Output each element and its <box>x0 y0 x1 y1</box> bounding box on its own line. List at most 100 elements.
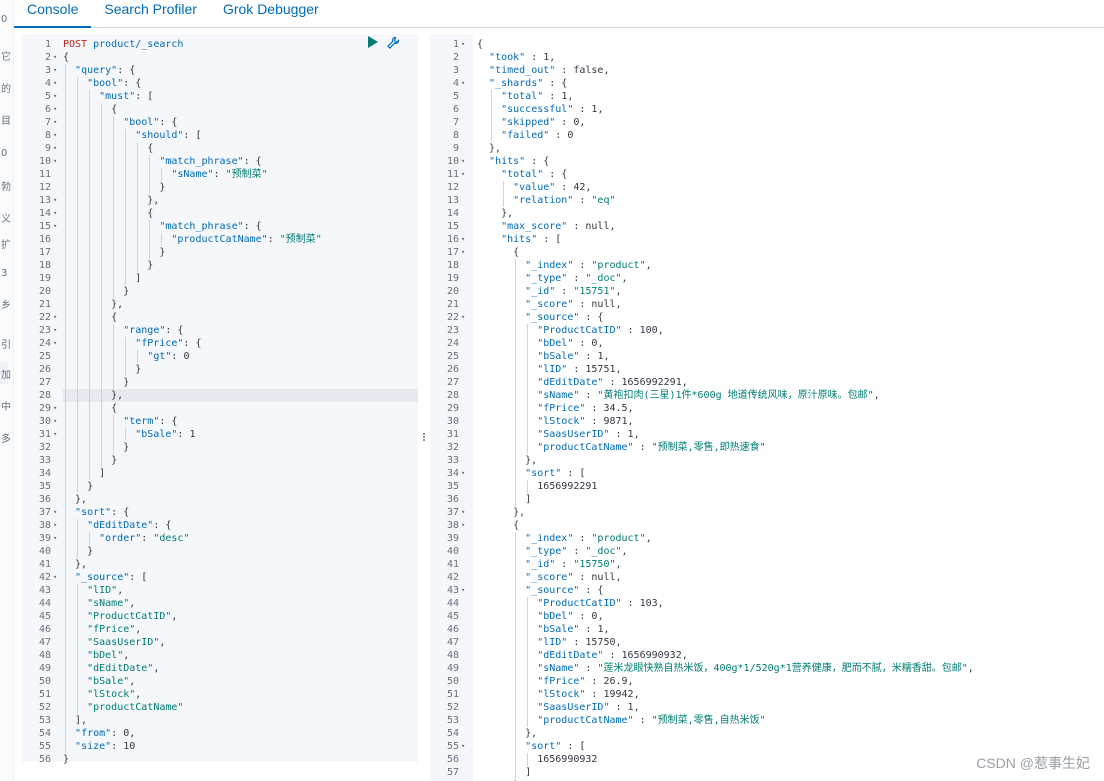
code-line-text: "dEditDate", <box>87 663 160 674</box>
fold-toggle-icon[interactable]: ▾ <box>53 79 58 87</box>
code-line: "took" : 1, <box>473 51 1104 64</box>
code-line-text: "relation" : "eq" <box>513 195 616 206</box>
code-line: } <box>63 376 418 389</box>
indent-guide <box>161 233 163 246</box>
fold-toggle-icon[interactable]: ▾ <box>53 430 58 438</box>
side-nav-glyph[interactable]: 0 <box>1 148 8 159</box>
fold-toggle-icon[interactable]: ▾ <box>461 235 466 243</box>
fold-toggle-icon[interactable]: ▾ <box>461 586 466 594</box>
fold-toggle-icon[interactable]: ▾ <box>461 469 466 477</box>
code-line-text: ] <box>477 767 532 778</box>
side-nav-glyph[interactable]: 义 <box>1 214 11 225</box>
fold-toggle-icon[interactable]: ▾ <box>53 144 58 152</box>
wrench-icon[interactable] <box>386 36 400 50</box>
side-nav-glyph[interactable]: 3 <box>1 268 8 279</box>
line-number: 33 <box>446 455 459 466</box>
code-line: "value" : 42, <box>473 181 1104 194</box>
fold-toggle-icon[interactable]: ▾ <box>53 313 58 321</box>
code-line-text: "dEditDate" : 1656990932, <box>537 650 688 661</box>
tab-console[interactable]: Console <box>14 0 92 28</box>
code-line: "relation" : "eq" <box>473 194 1104 207</box>
side-nav-glyph[interactable]: 目 <box>1 116 11 127</box>
code-line-text: }, <box>477 507 526 518</box>
fold-toggle-icon[interactable]: ▾ <box>461 521 466 529</box>
code-line-text: "bSale", <box>87 676 136 687</box>
fold-toggle-icon[interactable]: ▾ <box>53 508 58 516</box>
side-nav-glyph[interactable]: 多 <box>1 434 11 445</box>
indent-guide <box>515 532 517 779</box>
play-icon[interactable] <box>368 36 378 48</box>
fold-toggle-icon[interactable]: ▾ <box>461 79 466 87</box>
side-nav-glyph[interactable]: 中 <box>1 402 11 413</box>
fold-toggle-icon[interactable]: ▾ <box>53 131 58 139</box>
fold-toggle-icon[interactable]: ▾ <box>53 404 58 412</box>
fold-toggle-icon[interactable]: ▾ <box>53 118 58 126</box>
code-line: { <box>473 246 1104 259</box>
code-line-text: { <box>477 247 520 258</box>
tab-grok-debugger[interactable]: Grok Debugger <box>222 1 319 17</box>
indent-guide <box>161 168 163 181</box>
fold-toggle-icon[interactable]: ▾ <box>461 248 466 256</box>
code-line-text: "sName" : "黄袍扣肉(三星)1件*600g 地道传统风味，原汁原味。包… <box>537 390 880 401</box>
code-line: "SaasUserID" : 1, <box>473 428 1104 441</box>
indent-guide <box>137 142 139 272</box>
fold-toggle-icon[interactable]: ▾ <box>53 53 58 61</box>
code-line: "_index" : "product", <box>473 259 1104 272</box>
code-line: }, <box>63 558 418 571</box>
fold-toggle-icon[interactable]: ▾ <box>53 339 58 347</box>
fold-toggle-icon[interactable]: ▾ <box>461 40 466 48</box>
code-line: "dEditDate" : 1656990932, <box>473 649 1104 662</box>
side-nav-strip: 0 它的目 0 勃义扩 3 乡引加中多 <box>0 0 14 781</box>
fold-toggle-icon[interactable]: ▾ <box>461 742 466 750</box>
line-number: 15 <box>38 221 51 232</box>
tab-search-profiler[interactable]: Search Profiler <box>104 1 197 17</box>
side-nav-glyph[interactable]: 0 <box>1 14 8 25</box>
indent-guide <box>77 584 79 714</box>
line-number: 25 <box>38 351 51 362</box>
code-line: "lStock" : 9871, <box>473 415 1104 428</box>
fold-toggle-icon[interactable]: ▾ <box>461 157 466 165</box>
line-number: 45 <box>446 611 459 622</box>
fold-toggle-icon[interactable]: ▾ <box>53 573 58 581</box>
fold-toggle-icon[interactable]: ▾ <box>461 170 466 178</box>
fold-toggle-icon[interactable]: ▾ <box>53 157 58 165</box>
fold-toggle-icon[interactable]: ▾ <box>53 209 58 217</box>
code-line-text: ] <box>477 494 532 505</box>
side-nav-glyph[interactable]: 它 <box>1 52 11 63</box>
side-nav-glyph[interactable]: 扩 <box>1 240 11 251</box>
line-number: 48 <box>38 650 51 661</box>
code-line-text: "productCatName" : "预制菜,零售,自热米饭" <box>537 715 766 726</box>
code-line-text: }, <box>63 390 124 401</box>
fold-toggle-icon[interactable]: ▾ <box>53 417 58 425</box>
side-nav-glyph[interactable]: 的 <box>1 84 11 95</box>
code-line-text: "term": { <box>123 416 178 427</box>
line-number: 22 <box>446 312 459 323</box>
side-nav-glyph[interactable]: 勃 <box>1 182 11 193</box>
fold-toggle-icon[interactable]: ▾ <box>53 92 58 100</box>
fold-toggle-icon[interactable]: ▾ <box>53 534 58 542</box>
indent-guide <box>125 129 127 285</box>
fold-toggle-icon[interactable]: ▾ <box>53 326 58 334</box>
side-nav-glyph[interactable]: 引 <box>1 340 11 351</box>
fold-toggle-icon[interactable]: ▾ <box>53 222 58 230</box>
line-number: 41 <box>446 559 459 570</box>
code-line-text: "sort": { <box>75 507 130 518</box>
line-number: 16 <box>446 234 459 245</box>
fold-toggle-icon[interactable]: ▾ <box>461 508 466 516</box>
fold-toggle-icon[interactable]: ▾ <box>53 521 58 529</box>
indent-guide <box>101 103 103 467</box>
pane-resize-handle[interactable] <box>420 432 428 446</box>
fold-toggle-icon[interactable]: ▾ <box>461 313 466 321</box>
code-line: "total" : { <box>473 168 1104 181</box>
side-nav-glyph[interactable]: 加 <box>1 370 11 381</box>
code-line: "_source" : { <box>473 584 1104 597</box>
fold-toggle-icon[interactable]: ▾ <box>53 66 58 74</box>
line-number: 15 <box>446 221 459 232</box>
fold-toggle-icon[interactable]: ▾ <box>53 196 58 204</box>
side-nav-glyph[interactable]: 乡 <box>1 300 11 311</box>
fold-toggle-icon[interactable]: ▾ <box>53 105 58 113</box>
code-line-text: "_source" : { <box>525 312 604 323</box>
line-number: 38 <box>446 520 459 531</box>
code-line: "successful" : 1, <box>473 103 1104 116</box>
